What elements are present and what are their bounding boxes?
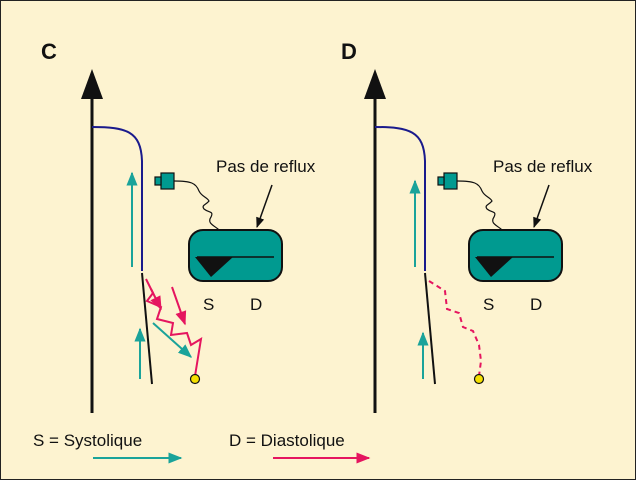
panel-c-device-label-d: D xyxy=(250,295,262,314)
panel-d-axis-arrowhead xyxy=(364,69,386,99)
panel-d-annotation-arrow xyxy=(533,184,550,228)
panel-c-probe-body xyxy=(160,172,175,190)
legend-diastolic-label: D = Diastolique xyxy=(229,431,345,450)
panel-d-probe-body xyxy=(443,172,458,190)
panel-d-lower-segment xyxy=(424,272,436,385)
panel-c-lower-segment xyxy=(141,272,153,385)
panel-c: C S D Pas de reflux xyxy=(41,39,316,413)
panel-c-probe-tip xyxy=(154,176,162,186)
panel-d-reflux-vein-dashed xyxy=(428,280,483,377)
legend-systolic-label: S = Systolique xyxy=(33,431,142,450)
panel-d-device-label-s: S xyxy=(483,295,494,314)
panel-c-device-label-s: S xyxy=(203,295,214,314)
panel-c-diastolic-arrow-right xyxy=(171,286,187,326)
panel-c-systolic-arrow-diagonal xyxy=(152,322,193,358)
panel-d: D S D Pas de reflux xyxy=(341,39,593,413)
panel-c-device-systolic-wave xyxy=(195,257,233,277)
panel-d-vein-end-dot xyxy=(473,373,485,385)
panel-c-reflux-vein xyxy=(145,278,203,377)
panel-c-annotation-arrow xyxy=(256,184,273,228)
panel-c-vessel-wall xyxy=(91,126,143,271)
panel-d-probe-cable xyxy=(456,180,502,237)
panel-c-doppler-device xyxy=(188,229,283,282)
panel-c-probe-cable xyxy=(173,180,219,237)
panel-c-annotation: Pas de reflux xyxy=(216,157,316,176)
panel-c-vein-end-dot xyxy=(189,373,201,385)
panel-c-letter: C xyxy=(41,39,57,64)
panel-d-doppler-device xyxy=(468,229,563,282)
panel-c-axis-arrowhead xyxy=(81,69,103,99)
panel-d-annotation: Pas de reflux xyxy=(493,157,593,176)
panel-d-vessel-wall xyxy=(374,126,426,271)
panel-d-letter: D xyxy=(341,39,357,64)
panel-d-device-label-d: D xyxy=(530,295,542,314)
legend: S = Systolique D = Diastolique xyxy=(33,431,371,464)
panel-d-probe-tip xyxy=(437,176,445,186)
panel-d-device-systolic-wave xyxy=(475,257,513,277)
